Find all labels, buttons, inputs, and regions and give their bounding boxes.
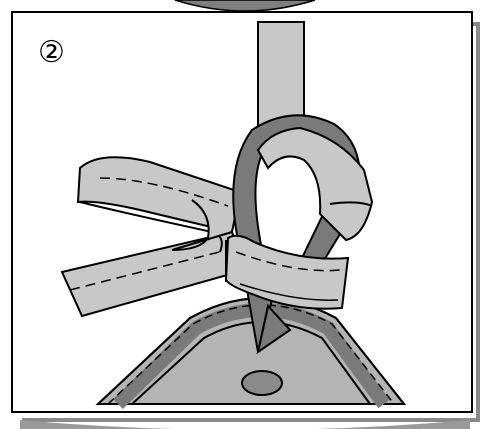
step-number-label: ②: [38, 35, 65, 70]
rivet-stud-icon: [242, 371, 282, 395]
top-arc-shadow: [175, 0, 315, 11]
